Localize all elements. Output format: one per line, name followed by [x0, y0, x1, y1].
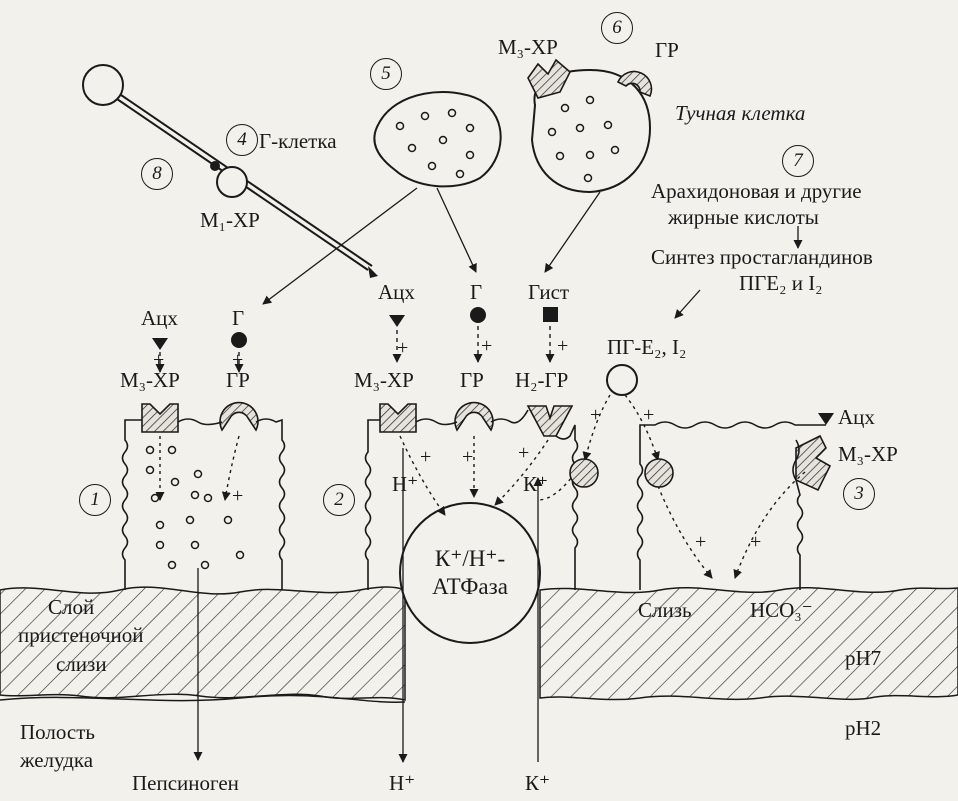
g-mid-label: Г: [470, 282, 482, 303]
m3xr-left-label: М₃-ХР: [120, 370, 180, 391]
plus-sign: +: [397, 338, 408, 358]
plus-sign: +: [590, 405, 601, 425]
g-left-label: Г: [232, 308, 244, 329]
synthesis-arrow: [675, 290, 700, 318]
pg-circle: [607, 365, 637, 395]
h-plus-label: Н⁺: [392, 474, 418, 495]
h2gr-label: Н₂-ГР: [515, 370, 568, 391]
ph7-label: рН7: [845, 648, 881, 669]
receptor-shapes: [142, 403, 830, 490]
step-5-badge: 5: [370, 58, 402, 90]
plus-sign: +: [232, 350, 243, 370]
g-cell: [374, 92, 500, 186]
pg-label: ПГ-Е₂, I₂: [607, 337, 686, 358]
mucus-layer-line3: слизи: [56, 654, 107, 675]
atpase-circle: [400, 503, 540, 643]
m1xr-label: М₁-ХР: [200, 210, 260, 231]
atpase-line1: К⁺/Н⁺-: [420, 547, 520, 570]
m3xr-mid-label: М₃-ХР: [354, 370, 414, 391]
step-1-badge: 1: [79, 484, 111, 516]
step-6-badge: 6: [601, 12, 633, 44]
mast-cell: [528, 60, 651, 192]
step-8-badge: 8: [141, 158, 173, 190]
gr-mid-label: ГР: [460, 370, 484, 391]
plus-sign: +: [420, 447, 431, 467]
mucus-label: Слизь: [638, 600, 692, 621]
plus-sign: +: [750, 532, 761, 552]
arachidonic-line2: жирные кислоты: [668, 207, 819, 228]
messenger-circles: [570, 459, 673, 487]
plus-sign: +: [153, 350, 164, 370]
plus-sign: +: [695, 532, 706, 552]
ach-mid-label: Ацх: [378, 282, 415, 303]
step-4-badge: 4: [226, 124, 258, 156]
plus-sign: +: [643, 405, 654, 425]
pepsinogen-label: Пепсиноген: [132, 773, 239, 794]
mast-gr-label: ГР: [655, 40, 679, 61]
mucus-layer-line1: Слой: [48, 597, 94, 618]
synthesis-line1: Синтез простагландинов: [651, 247, 873, 268]
step-2-badge: 2: [323, 484, 355, 516]
plus-sign: +: [462, 447, 473, 467]
m3xr-right-label: М₃-ХР: [838, 444, 898, 465]
plus-sign: +: [481, 336, 492, 356]
mast-m3xr-label: М₃-ХР: [498, 37, 558, 58]
granules-cell-1: [147, 447, 244, 569]
mast-cell-label: Тучная клетка: [675, 103, 805, 124]
k-out-label: К⁺: [525, 773, 550, 794]
arachidonic-line1: Арахидоновая и другие: [651, 181, 862, 202]
mediator-symbols: [152, 307, 834, 425]
cavity-line1: Полость: [20, 722, 95, 743]
mucus-layer-line2: пристеночной: [18, 625, 144, 646]
step-3-badge: 3: [843, 478, 875, 510]
atpase-line2: АТФаза: [420, 575, 520, 598]
ph2-label: рН2: [845, 718, 881, 739]
plus-sign: +: [557, 336, 568, 356]
neuron: [83, 65, 378, 278]
ach-right-label: Ацх: [838, 407, 875, 428]
plus-sign: +: [232, 486, 243, 506]
ach-left-label: Ацх: [141, 308, 178, 329]
synthesis-line2: ПГЕ₂ и I₂: [739, 273, 823, 294]
hco3-label: НСО₃⁻: [750, 600, 813, 621]
g-cell-label: Г-клетка: [259, 131, 337, 152]
gr-left-label: ГР: [226, 370, 250, 391]
h-out-label: Н⁺: [389, 773, 415, 794]
step-7-badge: 7: [782, 145, 814, 177]
hist-label: Гист: [528, 282, 569, 303]
plus-sign: +: [518, 443, 529, 463]
k-plus-label: К⁺: [523, 474, 548, 495]
cavity-line2: желудка: [20, 750, 93, 771]
